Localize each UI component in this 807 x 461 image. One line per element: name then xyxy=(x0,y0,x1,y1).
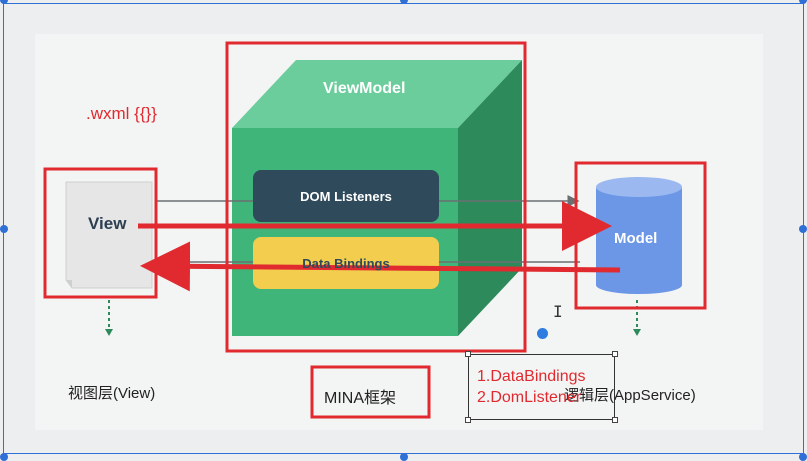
dom-listeners-bar xyxy=(253,170,439,222)
view-paper xyxy=(65,181,153,289)
selection-handle-right-center[interactable] xyxy=(799,225,807,233)
selection-handle-left-center[interactable] xyxy=(0,225,8,233)
view-down-arrow xyxy=(105,329,113,336)
blue-dot[interactable] xyxy=(537,328,548,339)
model-to-view-arrow xyxy=(140,241,621,292)
textbox-resize-handle-br[interactable] xyxy=(612,417,618,423)
view-layer-label: 视图层(View) xyxy=(68,385,156,402)
model-label: Model xyxy=(614,230,658,247)
textbox-resize-handle-bl[interactable] xyxy=(465,417,471,423)
view-highlight-box xyxy=(43,167,158,299)
textbox-resize-handle-tr[interactable] xyxy=(612,351,618,357)
model-down-arrow xyxy=(633,329,641,336)
logic-layer-label: 逻辑层(AppService) xyxy=(564,387,696,404)
annotation-line-2: 2.DomListener xyxy=(477,389,582,406)
data-bindings-bar xyxy=(253,237,439,289)
viewmodel-highlight-box xyxy=(225,41,527,353)
viewmodel-label: ViewModel xyxy=(323,80,406,97)
data-bindings-label: Data Bindings xyxy=(302,256,390,271)
selection-handle-bottom-center[interactable] xyxy=(400,453,408,461)
selection-handle-top-right[interactable] xyxy=(799,0,807,4)
selection-handle-top-left[interactable] xyxy=(0,0,8,4)
annotation-line-1: 1.DataBindings xyxy=(477,368,586,385)
textbox-resize-handle-tl[interactable] xyxy=(465,351,471,357)
selection-handle-bottom-left[interactable] xyxy=(0,453,8,461)
wxml-label: .wxml {{}} xyxy=(86,104,157,123)
view-label: View xyxy=(88,214,127,233)
mina-framework-label: MINA框架 xyxy=(324,390,397,407)
mina-highlight-box xyxy=(310,365,431,419)
dom-listeners-label: DOM Listeners xyxy=(300,189,392,204)
selection-handle-top-center[interactable] xyxy=(400,0,408,4)
text-cursor-icon: I xyxy=(553,302,563,321)
selection-handle-bottom-right[interactable] xyxy=(799,453,807,461)
annotation-textbox[interactable] xyxy=(468,354,615,420)
